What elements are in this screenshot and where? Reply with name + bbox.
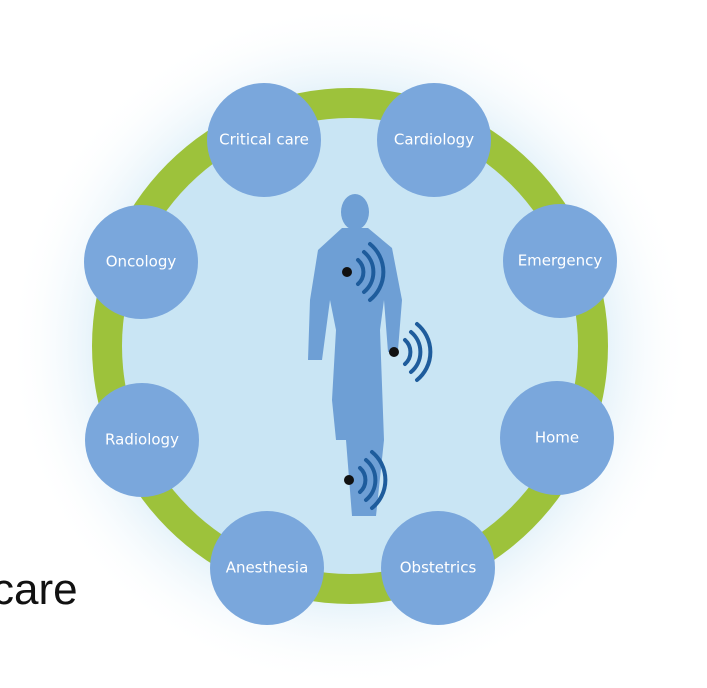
department-node-cardiology[interactable]: Cardiology (377, 83, 491, 197)
department-node-anesthesia[interactable]: Anesthesia (210, 511, 324, 625)
patient-figure-icon (308, 194, 402, 516)
wireless-signal-icon (389, 322, 433, 382)
department-node-home[interactable]: Home (500, 381, 614, 495)
caption-text: care (0, 565, 78, 614)
department-label: Emergency (518, 252, 603, 270)
department-label: Radiology (105, 431, 179, 449)
department-node-radiology[interactable]: Radiology (85, 383, 199, 497)
department-label: Obstetrics (400, 559, 477, 577)
wireless-signal-icon (342, 242, 386, 302)
department-label: Cardiology (394, 131, 474, 149)
department-node-oncology[interactable]: Oncology (84, 205, 198, 319)
wireless-signal-icon (344, 450, 388, 510)
department-node-critical-care[interactable]: Critical care (207, 83, 321, 197)
department-node-emergency[interactable]: Emergency (503, 204, 617, 318)
department-label: Home (535, 429, 579, 447)
department-label: Oncology (106, 253, 177, 271)
department-label: Critical care (219, 131, 309, 149)
department-label: Anesthesia (226, 559, 309, 577)
department-node-obstetrics[interactable]: Obstetrics (381, 511, 495, 625)
